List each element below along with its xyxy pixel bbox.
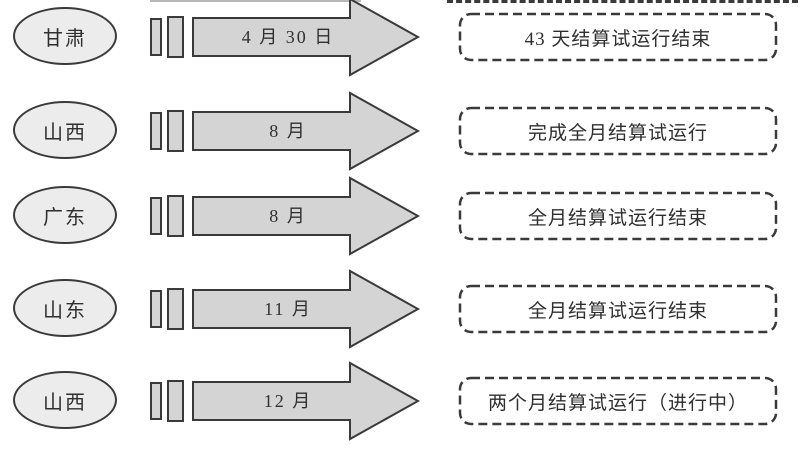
fast-forward-arrow-icon: 4 月 30 日	[150, 0, 420, 77]
arrow-shape	[192, 0, 420, 77]
status-box: 全月结算试运行结束	[458, 191, 778, 241]
arrow-shape	[192, 176, 420, 256]
dashed-border	[458, 376, 778, 426]
fast-forward-arrow-icon: 8 月	[150, 176, 420, 256]
dashed-border	[458, 12, 778, 62]
timeline-row: 甘肃 4 月 30 日 43 天结算试运行结束	[0, 0, 800, 82]
arrow-date-label: 12 月	[264, 391, 313, 411]
pause-bar-icon	[167, 110, 184, 152]
timeline-row: 山东 11 月 全月结算试运行结束	[0, 264, 800, 354]
pause-bar-icon	[167, 16, 184, 58]
cropped-dashed-border	[447, 0, 798, 3]
province-label: 广东	[43, 206, 87, 229]
status-box: 43 天结算试运行结束	[458, 12, 778, 62]
province-label: 山西	[43, 121, 87, 144]
fast-forward-arrow-icon: 12 月	[150, 361, 420, 441]
cropped-shape-edge	[150, 0, 361, 2]
status-label: 43 天结算试运行结束	[524, 28, 712, 50]
dashed-border	[458, 191, 778, 241]
dashed-border	[458, 284, 778, 334]
arrow-date-label: 8 月	[269, 121, 307, 141]
pause-bar-icon	[167, 288, 184, 330]
arrow-shape	[192, 91, 420, 171]
province-ellipse: 甘肃	[13, 7, 117, 65]
fast-forward-arrow-icon: 8 月	[150, 91, 420, 171]
province-label: 山西	[43, 391, 87, 414]
arrow-shape	[192, 269, 420, 349]
pause-bar-icon	[150, 290, 162, 328]
province-ellipse: 山西	[13, 101, 117, 159]
timeline-row: 广东 8 月 全月结算试运行结束	[0, 171, 800, 261]
pause-bar-icon	[150, 112, 162, 150]
pause-bar-icon	[167, 380, 184, 422]
dashed-border	[458, 106, 778, 156]
pause-bar-icon	[150, 197, 162, 235]
status-label: 完成全月结算试运行	[527, 122, 708, 144]
status-label: 全月结算试运行结束	[527, 300, 708, 322]
province-ellipse: 山东	[13, 279, 117, 337]
status-box: 两个月结算试运行（进行中）	[458, 376, 778, 426]
arrow-date-label: 11 月	[264, 299, 312, 319]
status-label: 两个月结算试运行（进行中）	[487, 392, 748, 414]
status-label: 全月结算试运行结束	[527, 207, 708, 229]
province-ellipse: 山西	[13, 371, 117, 429]
arrow-shape	[192, 361, 420, 441]
province-label: 甘肃	[43, 27, 87, 50]
pause-bar-icon	[167, 195, 184, 237]
pause-bar-icon	[150, 382, 162, 420]
arrow-date-label: 4 月 30 日	[242, 27, 335, 47]
fast-forward-arrow-icon: 11 月	[150, 269, 420, 349]
timeline-row: 山西 12 月 两个月结算试运行（进行中）	[0, 356, 800, 446]
province-ellipse: 广东	[13, 186, 117, 244]
province-label: 山东	[43, 299, 87, 322]
pause-bar-icon	[150, 18, 162, 56]
arrow-date-label: 8 月	[269, 206, 307, 226]
status-box: 全月结算试运行结束	[458, 284, 778, 334]
status-box: 完成全月结算试运行	[458, 106, 778, 156]
timeline-row: 山西 8 月 完成全月结算试运行	[0, 86, 800, 176]
